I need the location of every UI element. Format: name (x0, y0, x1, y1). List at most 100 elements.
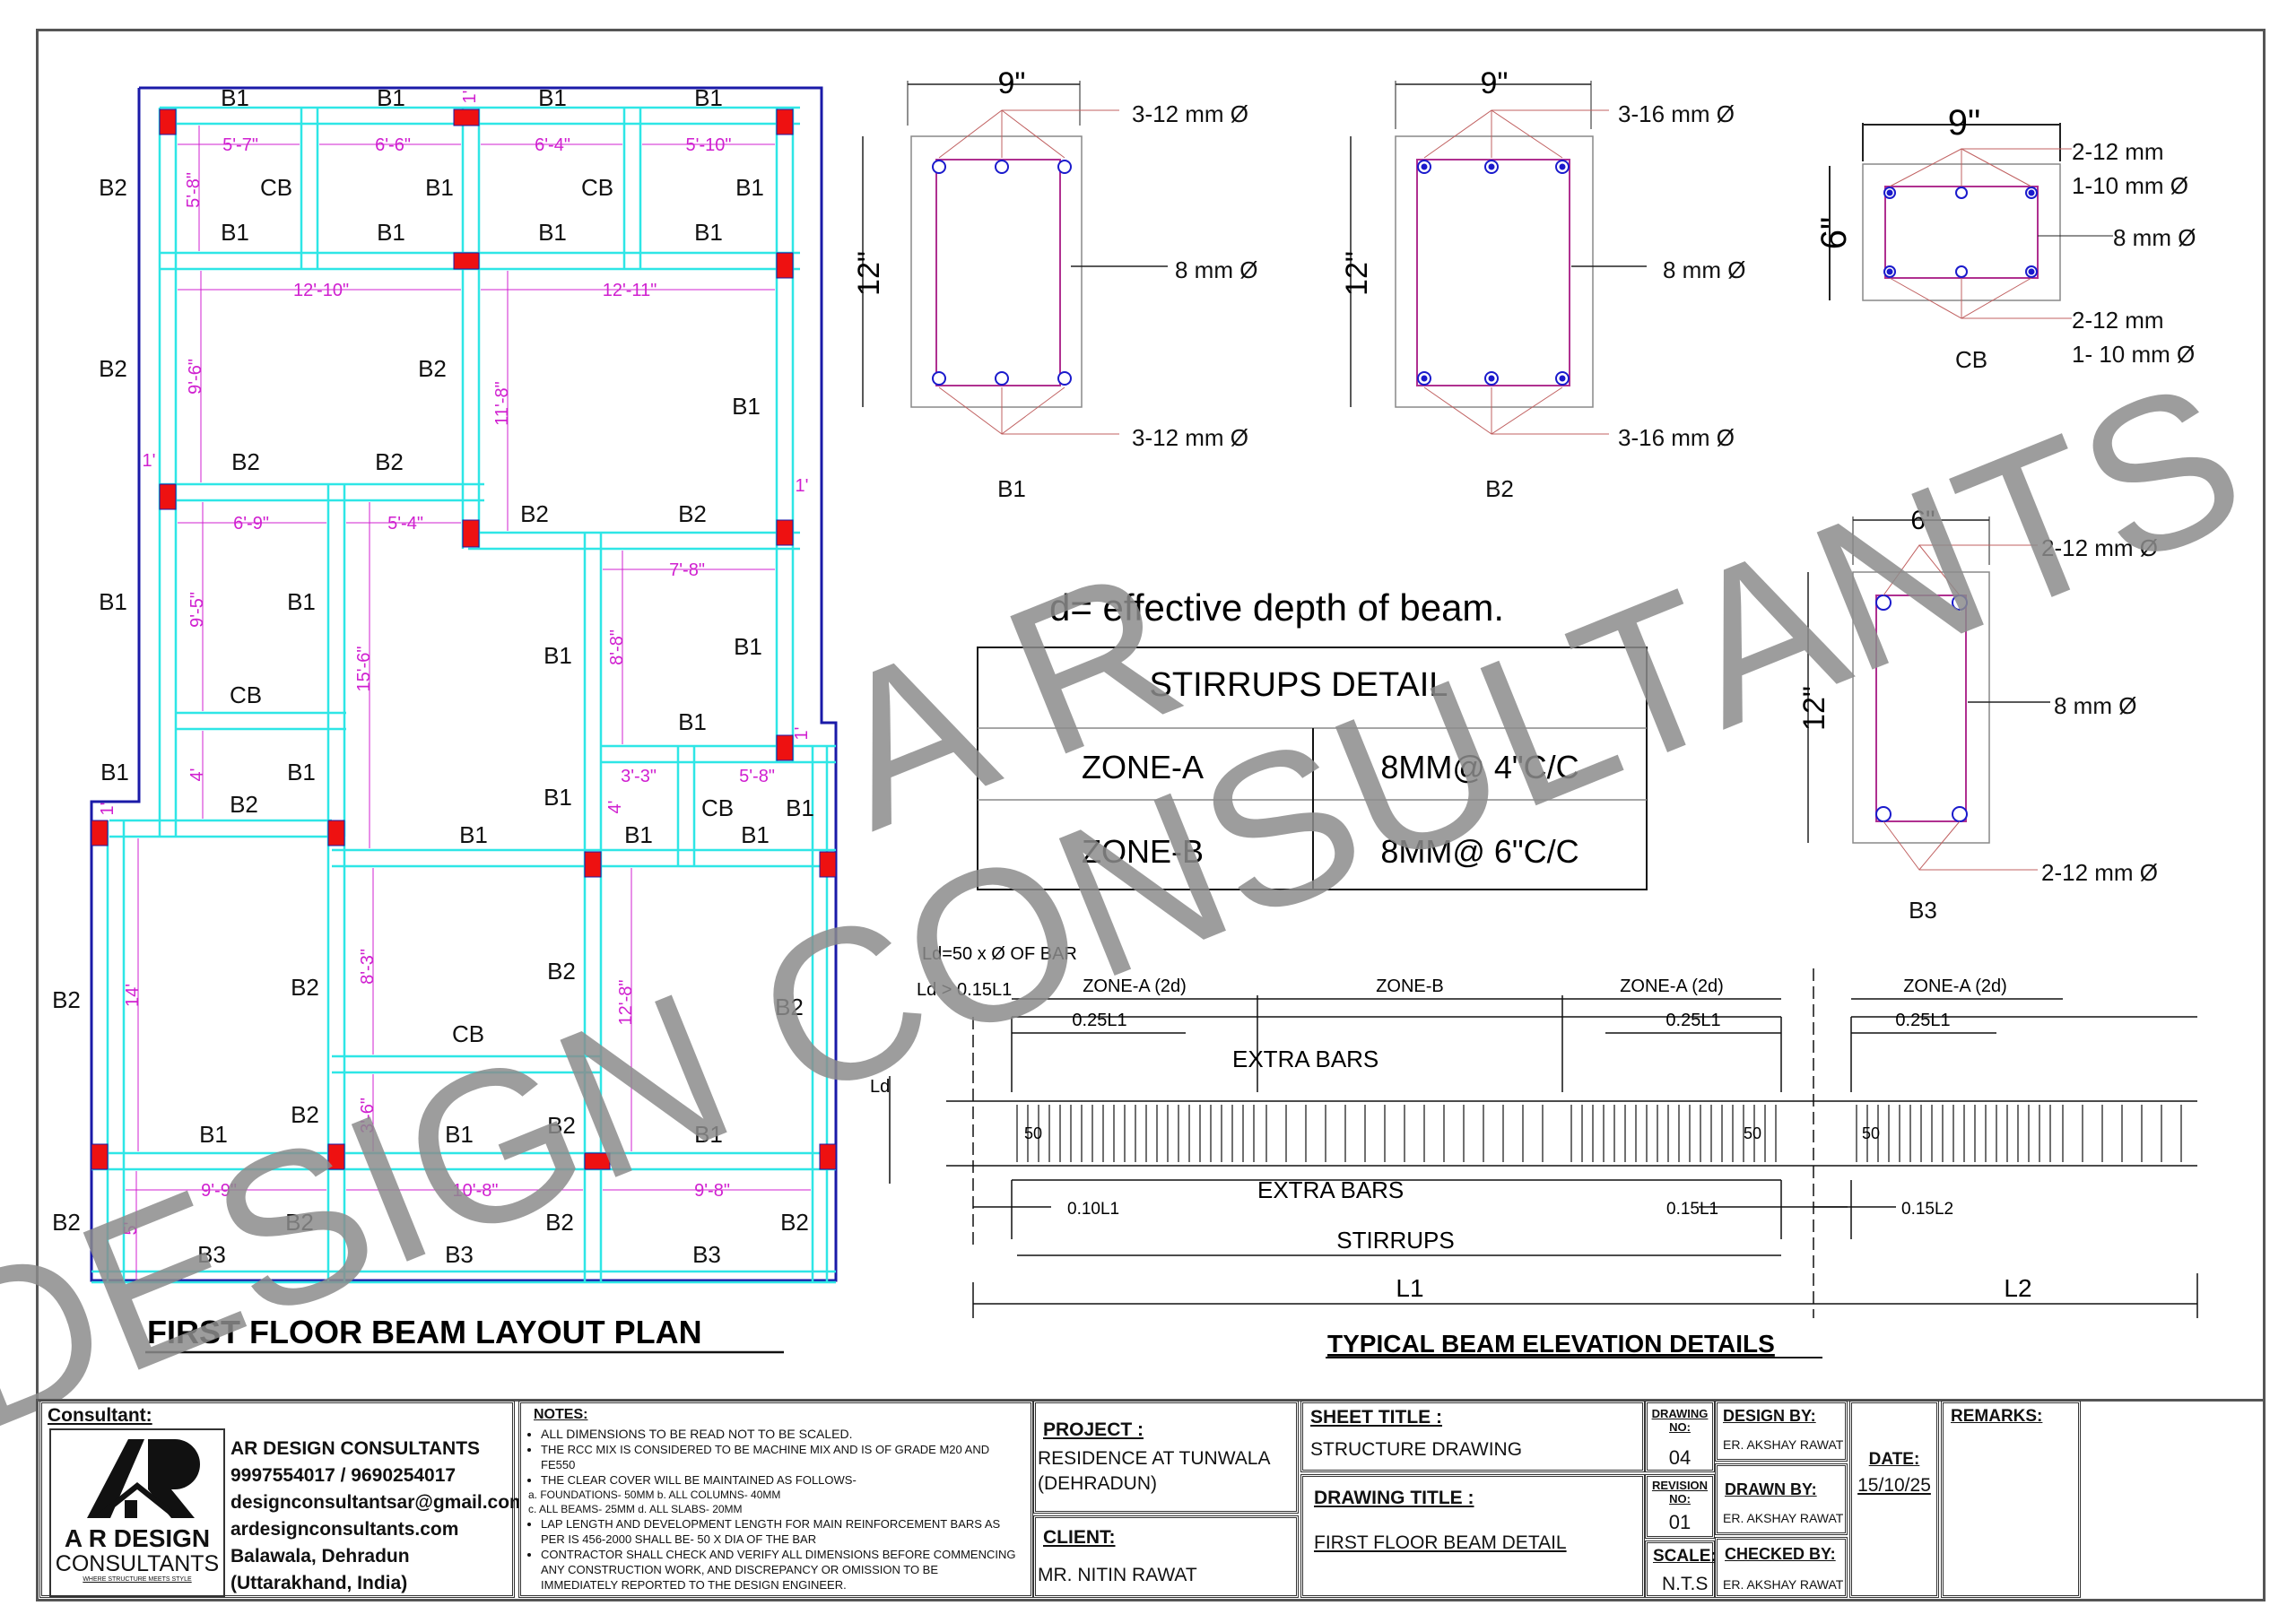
beam-mark: B2 (547, 958, 576, 985)
beam-mark: B1 (694, 84, 723, 111)
dimension-label: 12'-10" (293, 281, 349, 300)
drawing-no: 04 (1668, 1446, 1692, 1469)
beam-mark: B3 (692, 1241, 721, 1268)
zone-b-spec: 8MM@ 6"C/C (1380, 833, 1578, 870)
beam-mark: B1 (624, 821, 653, 848)
span-l2-label: L2 (2004, 1274, 2031, 1302)
client-name: MR. NITIN RAWAT (1038, 1565, 1197, 1585)
dimension-label: 4' (605, 801, 625, 814)
company-website[interactable]: ardesignconsultants.com (230, 1519, 459, 1540)
b3-stirrup: 8 mm Ø (2054, 692, 2136, 719)
dimension-label: 1' (796, 476, 809, 496)
dimension-label: 5'-8" (184, 172, 204, 208)
dimension-label: 5'-7" (222, 135, 258, 155)
fifty-right: 50 (1744, 1124, 1761, 1142)
drawing-title-box: DRAWING TITLE : FIRST FLOOR BEAM DETAIL (1300, 1474, 1645, 1598)
dimension-label: 8'-8" (607, 629, 627, 665)
logo-line2: CONSULTANTS (55, 1551, 220, 1576)
dimension-lines (126, 126, 811, 1280)
cb-top-bars-1: 2-12 mm (2072, 138, 2164, 165)
note-1: ALL DIMENSIONS TO BE READ NOT TO BE SCAL… (541, 1427, 1016, 1442)
cover-a: a. FOUNDATIONS- 50MM b. ALL COLUMNS- 40M… (528, 1488, 781, 1501)
sheet-title-box: SHEET TITLE : STRUCTURE DRAWING (1300, 1401, 1645, 1472)
consultant-label: Consultant: (48, 1405, 152, 1426)
beam-mark: B2 (678, 500, 707, 527)
cb-width-dim: 9" (1948, 103, 1980, 143)
design-by-label: DESIGN BY: (1723, 1407, 1816, 1425)
zone-a-right-label: ZONE-A (2d) (1620, 976, 1724, 996)
stirrups-span-label: STIRRUPS (1336, 1227, 1454, 1254)
beam-mark: B2 (291, 1101, 319, 1128)
dimension-label: 9'-8" (694, 1181, 730, 1201)
beam-mark: B1 (732, 393, 761, 420)
drawn-by-label: DRAWN BY: (1725, 1480, 1817, 1498)
fifteen-percent-l2: 0.15L2 (1901, 1200, 1953, 1219)
beam-mark: B2 (52, 986, 81, 1013)
dimension-label: 7'-8" (669, 560, 705, 580)
sheet-title: STRUCTURE DRAWING (1310, 1439, 1523, 1460)
dimension-label: 5'-10" (686, 135, 732, 155)
beam-mark: B2 (418, 355, 447, 382)
cb-top-bars-2: 1-10 mm Ø (2072, 172, 2188, 199)
dimension-label: 6'-9" (233, 514, 269, 534)
b3-section-title: B3 (1909, 897, 1937, 924)
stirrup-ticks (1016, 1105, 2182, 1162)
beam-mark: B2 (780, 1209, 809, 1236)
notes-label: NOTES: (534, 1407, 588, 1422)
dimension-label: 1' (98, 803, 117, 816)
b2-stirrup: 8 mm Ø (1663, 256, 1745, 283)
beam-mark: B1 (538, 219, 567, 246)
section-cb: 9" 6" 2-12 mm 1-10 mm Ø 8 mm Ø 2-12 mm 1… (1814, 103, 2196, 373)
zone-a-left-label: ZONE-A (2d) (1083, 976, 1187, 996)
ld-note: Ld=50 x Ø OF BAR (922, 944, 1077, 964)
beam-mark: B1 (100, 759, 129, 785)
section-b2: 9" 12" 3-16 mm Ø 8 mm Ø 3-16 mm Ø B2 (1340, 66, 1745, 502)
zone-a-l2-label: ZONE-A (2d) (1903, 976, 2007, 996)
fifteen-percent-l1: 0.15L1 (1666, 1200, 1718, 1219)
drawing-title: FIRST FLOOR BEAM DETAIL (1314, 1532, 1567, 1553)
checked-by-box: CHECKED BY: ER. AKSHAY RAWAT (1715, 1537, 1848, 1598)
beam-mark: B2 (545, 1209, 574, 1236)
dimension-label: 4' (187, 768, 207, 782)
b2-depth-dim: 12" (1340, 251, 1374, 296)
b2-bottom-bars: 3-16 mm Ø (1618, 424, 1735, 451)
zone-a-label: ZONE-A (1082, 749, 1204, 785)
fifty-left: 50 (1024, 1124, 1042, 1142)
company-address1: Balawala, Dehradun (230, 1546, 410, 1567)
beam-mark: B1 (459, 821, 488, 848)
date-label: DATE: (1868, 1450, 1920, 1469)
scale-label: SCALE: (1653, 1547, 1717, 1566)
drawing-no-box: DRAWING NO: 04 (1645, 1401, 1715, 1472)
date-value: 15/10/25 (1857, 1475, 1931, 1496)
dimension-label: 10'-8" (453, 1181, 499, 1201)
logo-line1: A R DESIGN (64, 1524, 211, 1552)
beam-mark: B1 (425, 174, 454, 201)
company-email[interactable]: designconsultantsar@gmail.com (230, 1492, 526, 1513)
dimension-label: 9'-5" (187, 592, 207, 628)
beam-mark: B2 (520, 500, 549, 527)
columns (91, 108, 837, 1170)
beam-mark: B2 (547, 1112, 576, 1139)
fifty-l2: 50 (1862, 1124, 1880, 1142)
beam-mark: B1 (735, 174, 764, 201)
project-box: PROJECT : RESIDENCE AT TUNWALA (DEHRADUN… (1033, 1401, 1299, 1514)
cb-depth-dim: 6" (1814, 217, 1854, 249)
beam-mark: B1 (287, 759, 316, 785)
b3-depth-dim: 12" (1797, 686, 1831, 731)
dimension-label: 5'-4" (387, 514, 423, 534)
remarks-box: REMARKS: (1941, 1401, 2081, 1598)
section-b1: 9" 12" 3-12 mm Ø 8 mm Ø 3-12 mm Ø B1 (852, 66, 1257, 502)
company-phone: 9997554017 / 9690254017 (230, 1465, 457, 1486)
b3-bottom-bars: 2-12 mm Ø (2041, 859, 2158, 886)
beam-mark: B2 (285, 1209, 314, 1236)
dimension-label: 1' (792, 727, 812, 741)
dimension-label: 1' (143, 451, 156, 471)
b2-section-title: B2 (1485, 475, 1514, 502)
cb-bottom-bars-2: 1- 10 mm Ø (2072, 341, 2195, 368)
stirrups-detail-table: STIRRUPS DETAIL ZONE-A 8MM@ 4"C/C ZONE-B… (977, 647, 1648, 890)
b2-top-bars: 3-16 mm Ø (1618, 100, 1735, 127)
ten-percent-l1: 0.10L1 (1067, 1200, 1119, 1219)
dimension-label: 8'-3" (358, 949, 378, 985)
beam-mark: B3 (445, 1241, 474, 1268)
